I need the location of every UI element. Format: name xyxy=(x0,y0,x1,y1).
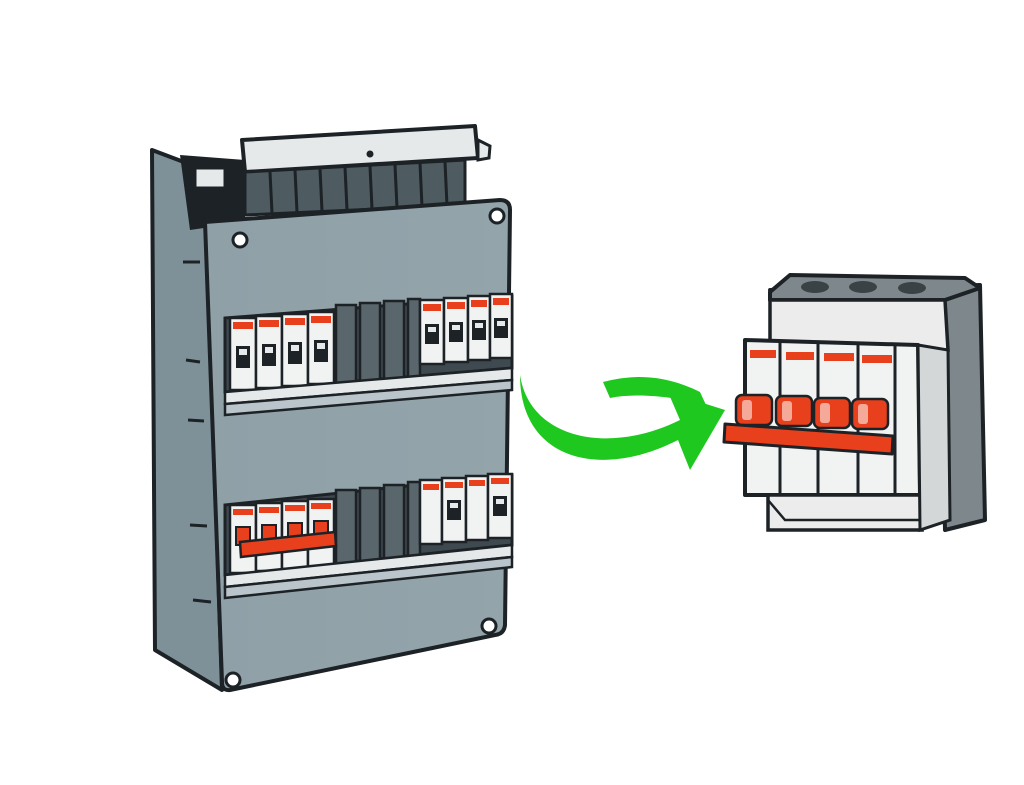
distribution-board xyxy=(150,124,514,693)
rcd-red-bar xyxy=(238,530,338,559)
breaker-group-bottom-right xyxy=(418,472,514,546)
breaker-row-top xyxy=(223,292,514,417)
terminal-holes xyxy=(801,281,926,294)
empty-slot-covers-bottom xyxy=(334,480,422,568)
toggle-4 xyxy=(850,397,890,431)
cover-screw xyxy=(366,150,374,158)
toggle-coupling-bar xyxy=(722,422,895,456)
top-clip xyxy=(193,166,227,190)
breaker-group-top-left xyxy=(228,310,336,392)
toggle-2 xyxy=(774,394,814,428)
top-terminal-fins xyxy=(243,158,467,217)
panel-screws xyxy=(224,207,506,689)
module-red-labels xyxy=(750,350,892,363)
screw-bottom-right xyxy=(480,617,498,635)
screw-top-left xyxy=(231,231,249,249)
breaker-group-top-right xyxy=(418,292,514,366)
toggle-3 xyxy=(812,396,852,430)
empty-slot-covers xyxy=(334,297,422,385)
breaker-group-bottom-left-rcd xyxy=(228,497,338,575)
curved-arrow-icon xyxy=(520,375,725,470)
toggle-1 xyxy=(734,393,774,427)
screw-bottom-left xyxy=(224,671,242,689)
breaker-row-bottom xyxy=(223,472,514,600)
cabinet-front-panel xyxy=(203,198,512,693)
breaker-closeup xyxy=(722,273,987,533)
screw-top-right xyxy=(488,207,506,225)
side-notches xyxy=(183,260,212,604)
